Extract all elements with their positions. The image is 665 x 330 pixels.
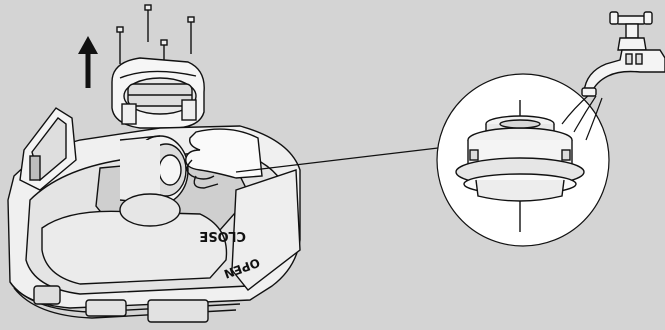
lifted-cover-part	[112, 58, 204, 128]
filter-cylinder-assembly	[120, 136, 188, 226]
close-label: CLOSE	[199, 228, 246, 243]
water-tap-icon	[582, 12, 665, 96]
up-arrow-icon	[78, 36, 98, 88]
